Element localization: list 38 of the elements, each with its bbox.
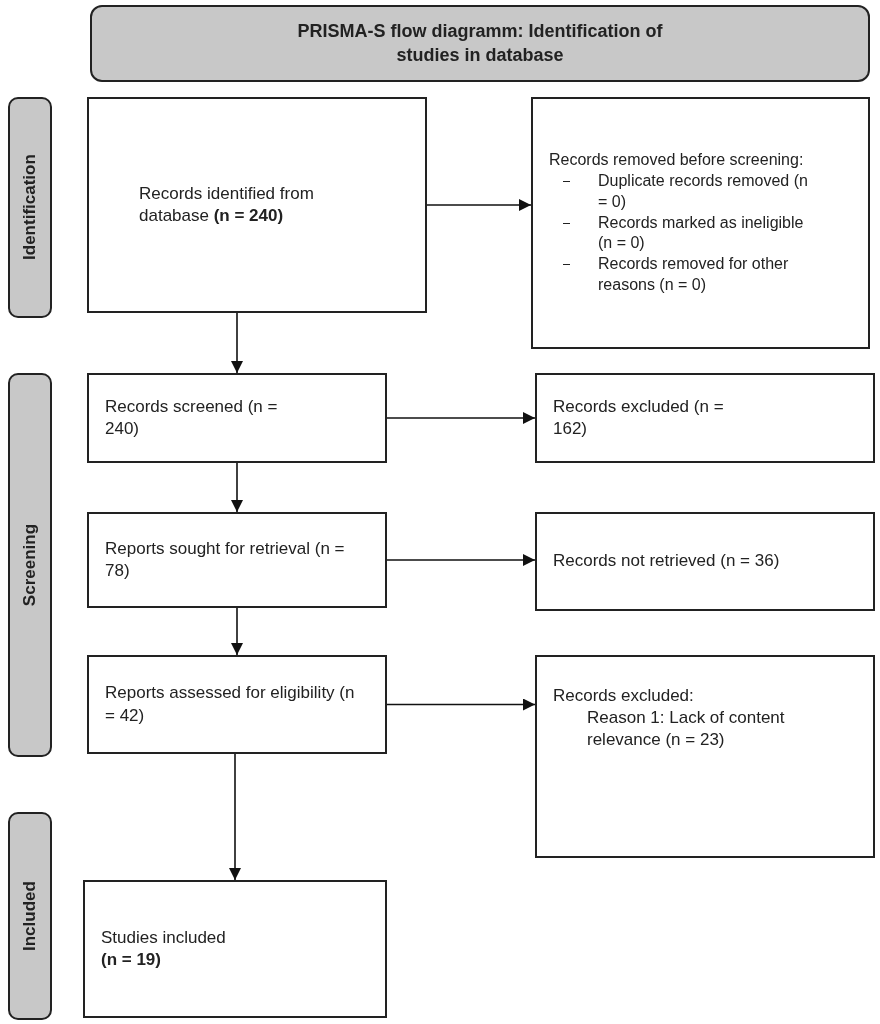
- process-box: [535, 373, 875, 463]
- list-item-text: Records removed for other reasons (n = 0): [598, 254, 790, 295]
- list-item-text: Records marked as ineligible (n = 0): [598, 212, 805, 254]
- arrow: [229, 753, 241, 881]
- process-box: [83, 880, 387, 1018]
- process-box: [531, 97, 870, 349]
- box-text: Records removed before screening:: [549, 150, 804, 171]
- box-text: Reports assessed for eligibility (n = 42): [105, 682, 356, 727]
- box-text: Reports sought for retrieval (n = 78): [105, 537, 345, 582]
- box-text: Records not retrieved (n = 36): [553, 550, 780, 573]
- box-text: Studies included (n = 19): [101, 926, 226, 971]
- box-detail-text: Reason 1: Lack of content relevance (n = 23): [587, 707, 786, 752]
- box-text: Records excluded:: [553, 685, 694, 707]
- phase-label: Included: [18, 881, 40, 951]
- arrow: [386, 412, 536, 424]
- phase-label: Identification: [18, 154, 40, 261]
- phase-label-box: [8, 812, 52, 1020]
- title-banner: [90, 5, 870, 82]
- arrow: [231, 462, 243, 513]
- arrow: [386, 554, 536, 566]
- arrow: [426, 199, 532, 211]
- arrow: [231, 607, 243, 656]
- box-text: Records screened (n = 240): [105, 395, 279, 440]
- process-box: [87, 97, 427, 313]
- list-item-text: Duplicate records removed (n = 0): [598, 171, 809, 212]
- process-box: [87, 512, 387, 608]
- phase-label-box: [8, 373, 52, 757]
- phase-label-box: [8, 97, 52, 318]
- process-box: [87, 655, 387, 754]
- arrow: [231, 312, 243, 374]
- arrow: [386, 698, 536, 711]
- process-box: [535, 512, 875, 611]
- title-text: PRISMA-S flow diagramm: Identification of studies in database: [296, 20, 664, 67]
- phase-label: Screening: [18, 523, 40, 607]
- box-text: Records identified from database (n = 240): [139, 182, 315, 227]
- process-box: [87, 373, 387, 463]
- process-box: [535, 655, 875, 858]
- box-text: Records excluded (n = 162): [553, 395, 725, 440]
